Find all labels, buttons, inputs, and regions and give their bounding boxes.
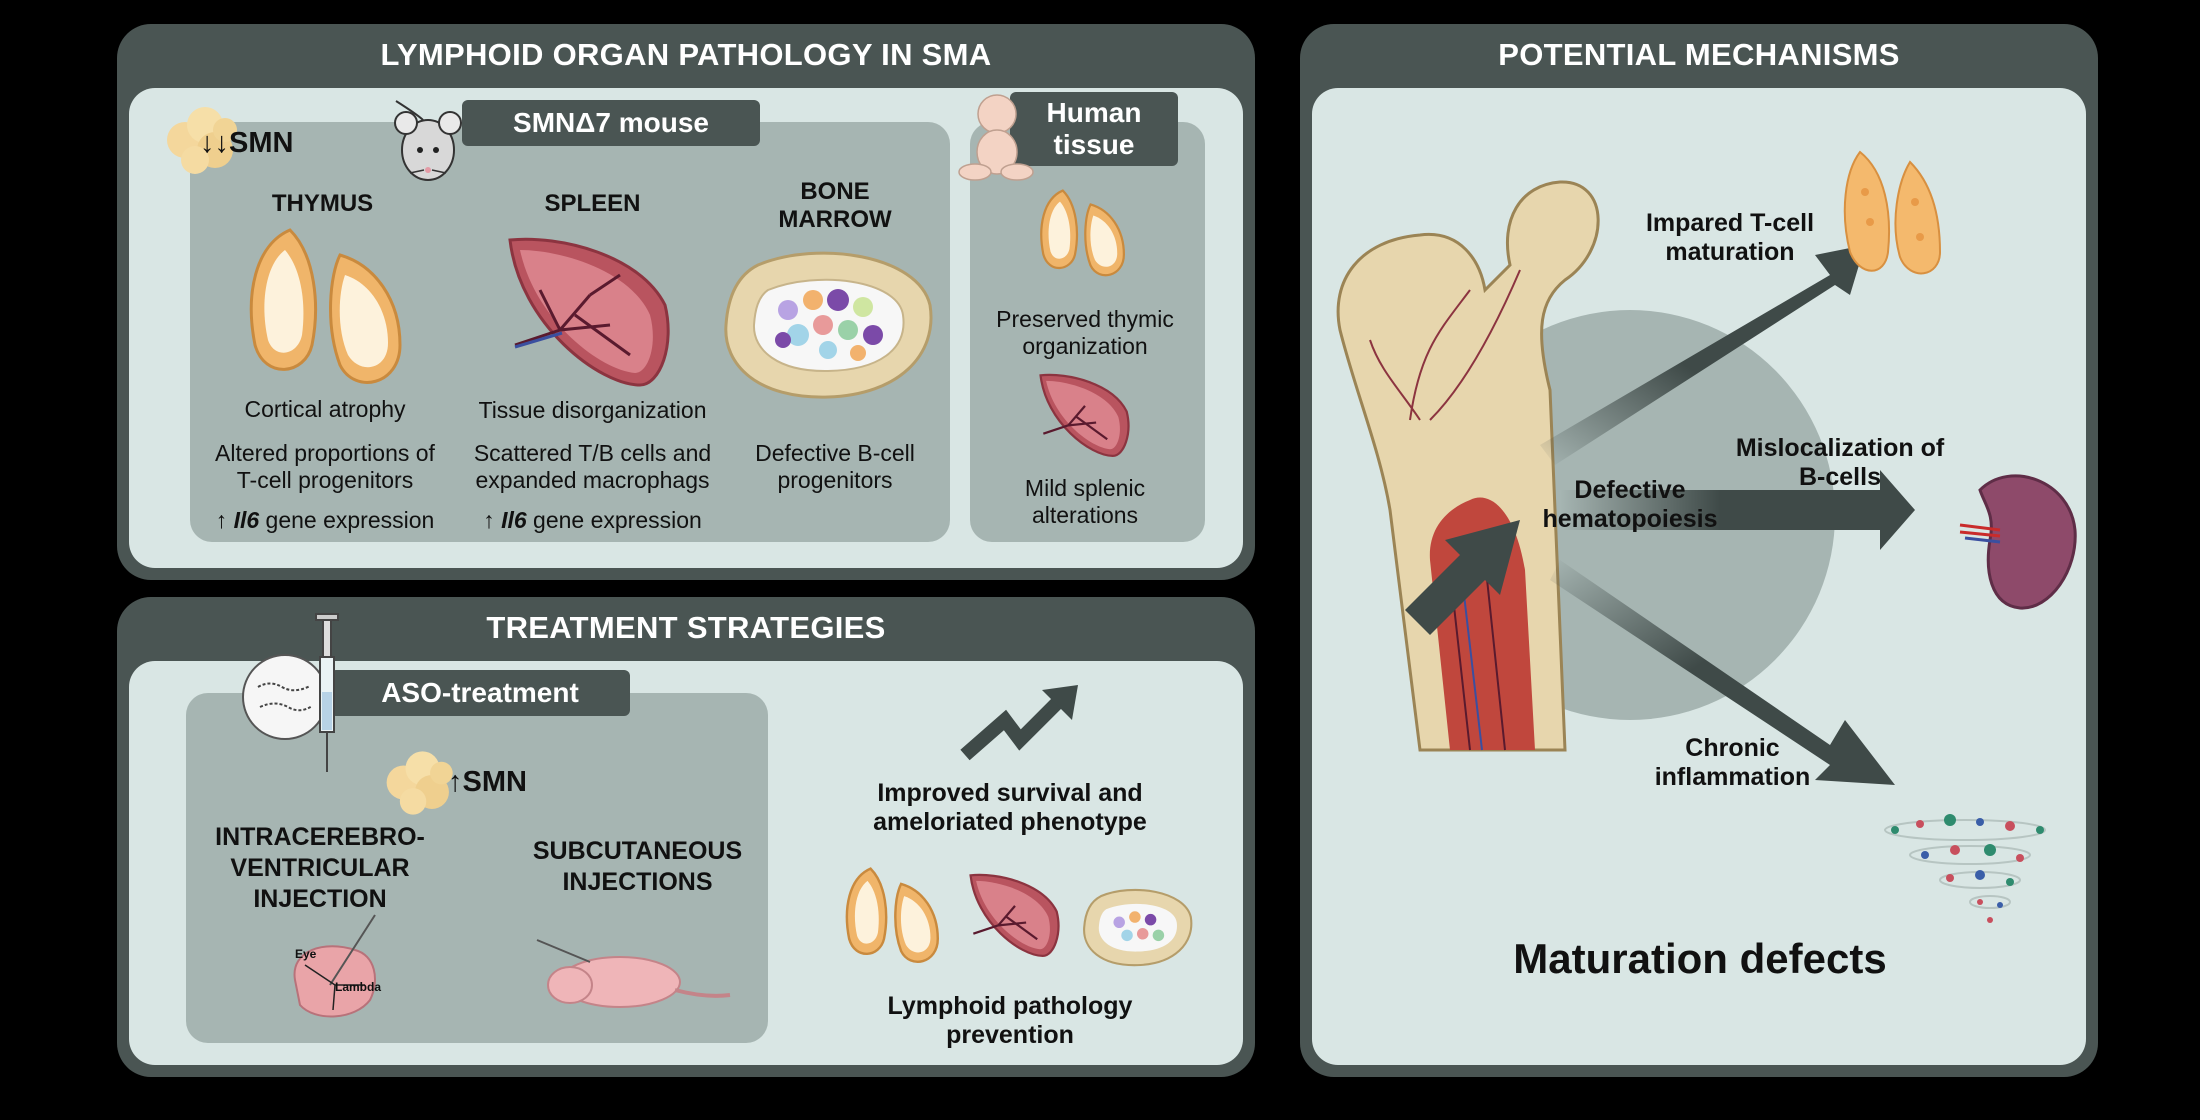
outcome-1: Improved survival and ameloriated phenot…: [840, 779, 1180, 837]
outcome-2: Lymphoid pathology prevention: [860, 992, 1160, 1050]
mechanism-center-line2: hematopoiesis: [1542, 505, 1718, 533]
human-finding-1-line2: organization: [1022, 333, 1148, 359]
maturation-defects-title: Maturation defects: [1513, 935, 1887, 982]
mechanism-arrow-1-line2: maturation: [1665, 238, 1795, 266]
lambda-label: Lambda: [335, 980, 382, 994]
trend-up-icon: [960, 685, 1078, 761]
thymus-gene-name: Il6: [233, 507, 260, 533]
spleen-gene-suffix: gene expression: [526, 507, 702, 533]
mechanism-arrow-3-line2: inflammation: [1654, 763, 1811, 791]
bone-marrow-finding-line2: progenitors: [777, 467, 893, 493]
mechanism-arrow-2: Mislocalization of B-cells: [1720, 434, 1960, 492]
baby-icon: [958, 94, 1034, 181]
human-tag: Human tissue: [1010, 92, 1178, 166]
sc-line2: INJECTIONS: [562, 868, 713, 896]
human-finding-2-line1: Mild splenic: [1024, 475, 1146, 501]
smn-down-label: ↓↓SMN: [200, 127, 294, 159]
human-finding-2-line2: alterations: [1031, 502, 1139, 528]
mechanism-arrow-3: Chronic inflammation: [1625, 734, 1840, 792]
spleen-il6-finding: ↑ Il6 gene expression: [460, 507, 725, 534]
aso-tag: ASO-treatment: [330, 670, 630, 716]
treatment-title: TREATMENT STRATEGIES: [486, 610, 886, 645]
spleen-gene-name: Il6: [501, 507, 527, 533]
thymus-up-arrow: ↑: [215, 507, 228, 533]
icv-line1: INTRACEREBRO-: [215, 823, 425, 851]
mechanism-arrow-2-line2: B-cells: [1799, 463, 1881, 491]
thymus-finding-2: Altered proportions of T-cell progenitor…: [190, 440, 460, 494]
icv-line3: INJECTION: [253, 885, 387, 913]
bone-marrow-icon: [724, 251, 933, 399]
outcome-2-line2: prevention: [946, 1021, 1074, 1049]
icv-line2: VENTRICULAR: [230, 854, 410, 882]
pathology-title: LYMPHOID ORGAN PATHOLOGY IN SMA: [380, 37, 992, 72]
bone-marrow-heading: BONE MARROW: [740, 178, 930, 234]
spleen-finding-2-line1: Scattered T/B cells and: [473, 440, 712, 466]
syringe-icon: [242, 613, 339, 772]
outcome-1-line1: Improved survival and: [877, 779, 1143, 807]
mechanism-arrow-1-line1: Impared T-cell: [1645, 209, 1815, 237]
thymus-il6-finding: ↑ Il6 gene expression: [190, 507, 460, 534]
mechanism-arrow-3-line1: Chronic: [1685, 734, 1780, 762]
spleen-heading: SPLEEN: [544, 190, 641, 217]
sc-heading: SUBCUTANEOUS INJECTIONS: [520, 836, 755, 898]
pup-body-icon: [536, 939, 731, 1008]
human-thymus-icon: [1040, 189, 1126, 277]
thymus-gene-suffix: gene expression: [259, 507, 435, 533]
outcome-2-line1: Lymphoid pathology: [887, 992, 1133, 1020]
thymus-finding-2-line1: Altered proportions of: [215, 440, 435, 466]
thymus-icon: [249, 228, 402, 384]
human-subpanel: [970, 122, 1205, 542]
mechanisms-title: POTENTIAL MECHANISMS: [1498, 37, 1900, 72]
human-tag-line1: Human: [1046, 97, 1142, 128]
icv-heading: INTRACEREBRO- VENTRICULAR INJECTION: [200, 822, 440, 915]
smn-up-protein-icon: [386, 751, 453, 815]
thymus-finding-2-line2: T-cell progenitors: [236, 467, 414, 493]
mouse-icon: [394, 100, 462, 181]
mechanism-center: Defective hematopoiesis: [1525, 476, 1735, 534]
treated-bone-marrow-icon: [1083, 889, 1193, 967]
spleen-finding-2-line2: expanded macrophags: [475, 467, 710, 493]
human-spleen-icon: [1039, 373, 1130, 458]
smn-up-label: ↑SMN: [448, 766, 527, 798]
smn-protein-icon: [167, 107, 237, 174]
treated-thymus-icon: [845, 867, 940, 963]
thymus-finding-1: Cortical atrophy: [244, 396, 406, 422]
mechanism-arrow-2-line1: Mislocalization of: [1735, 434, 1945, 462]
human-finding-2: Mild splenic alterations: [985, 475, 1185, 529]
thymus-heading: THYMUS: [271, 190, 374, 217]
mechanism-center-line1: Defective: [1574, 476, 1686, 504]
mechanisms-illustration: [1336, 150, 2077, 923]
outcome-1-line2: ameloriated phenotype: [873, 808, 1147, 836]
human-finding-1: Preserved thymic organization: [985, 306, 1185, 360]
bone-marrow-heading-line2: MARROW: [778, 206, 892, 233]
mechanism-arrow-1: Impared T-cell maturation: [1630, 209, 1830, 267]
bone-marrow-heading-line1: BONE: [800, 178, 870, 205]
human-finding-1-line1: Preserved thymic: [996, 306, 1174, 332]
spleen-up-arrow: ↑: [483, 507, 495, 533]
spleen-finding-2: Scattered T/B cells and expanded macroph…: [460, 440, 725, 494]
spleen-finding-1: Tissue disorganization: [478, 397, 707, 423]
spleen-icon: [508, 237, 670, 387]
bone-marrow-finding: Defective B-cell progenitors: [725, 440, 945, 494]
mouse-tag: SMNΔ7 mouse: [462, 100, 760, 146]
treated-spleen-icon: [969, 873, 1060, 958]
bone-marrow-finding-line1: Defective B-cell: [755, 440, 915, 466]
eye-label: Eye: [295, 947, 317, 961]
sc-line1: SUBCUTANEOUS: [532, 837, 743, 865]
pup-head-icon: [293, 914, 376, 1018]
human-tag-line2: tissue: [1053, 129, 1135, 160]
